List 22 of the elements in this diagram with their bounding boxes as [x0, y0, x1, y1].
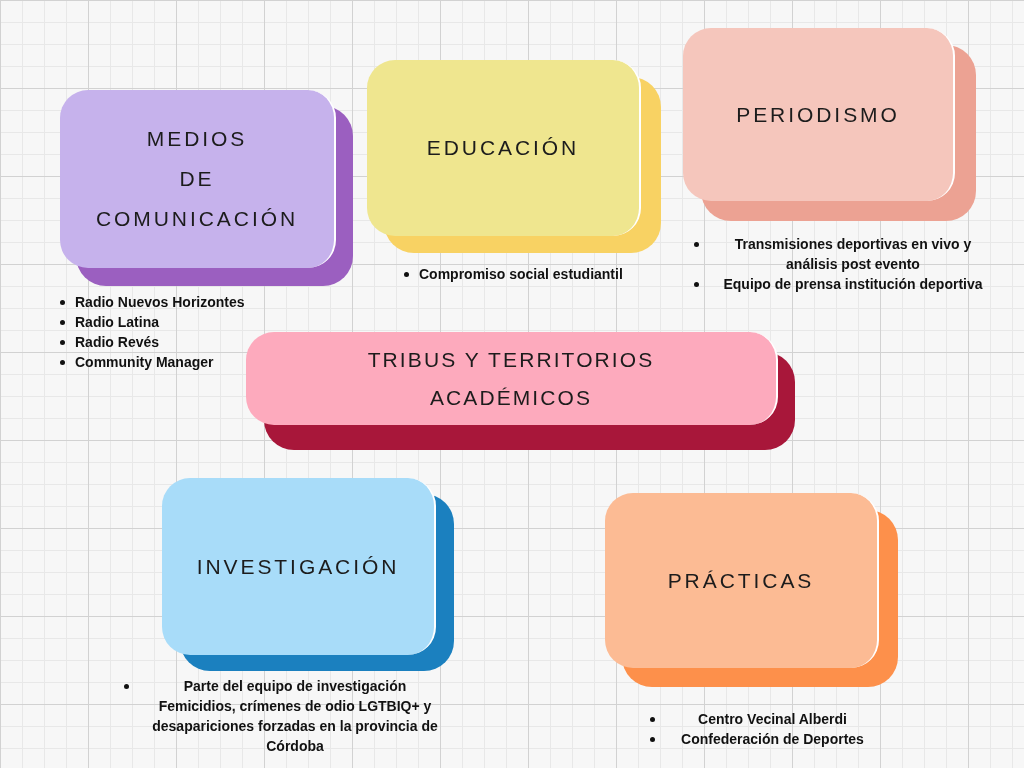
card-title: MEDIOS DE COMUNICACIÓN — [95, 127, 299, 230]
list-item-text: Community Manager — [75, 354, 214, 370]
card-title: PERIODISMO — [736, 102, 900, 126]
list-item-text: Transmisiones deportivas en vivo y análisis post evento — [734, 236, 972, 272]
list-item-text: Parte del equipo de investigación Femicidios, crímenes de odio LGTBIQ+ y desapariciones forzadas en la provincia de Córdoba — [152, 678, 438, 754]
card-title: EDUCACIÓN — [426, 136, 580, 159]
category-card — [246, 332, 778, 425]
category-card — [60, 90, 336, 268]
category-card — [162, 478, 436, 655]
list-item-text: Confederación de Deportes — [681, 731, 864, 747]
list-item-text: Radio Revés — [75, 334, 160, 350]
list-item-text: Radio Nuevos Horizontes — [75, 294, 245, 310]
list-item-text: Equipo de prensa institución deportiva — [723, 276, 983, 292]
card-title: TRIBUS Y TERRITORIOS ACADÉMICOS — [367, 347, 655, 409]
list-item-text: Radio Latina — [75, 314, 159, 330]
list-item-text: Compromiso social estudiantil — [419, 266, 623, 282]
category-card — [683, 28, 955, 201]
category-card — [367, 60, 641, 236]
category-card — [605, 493, 879, 668]
card-title: INVESTIGACIÓN — [196, 554, 400, 578]
list-item-text: Centro Vecinal Alberdi — [698, 711, 847, 727]
card-title: PRÁCTICAS — [667, 568, 815, 592]
